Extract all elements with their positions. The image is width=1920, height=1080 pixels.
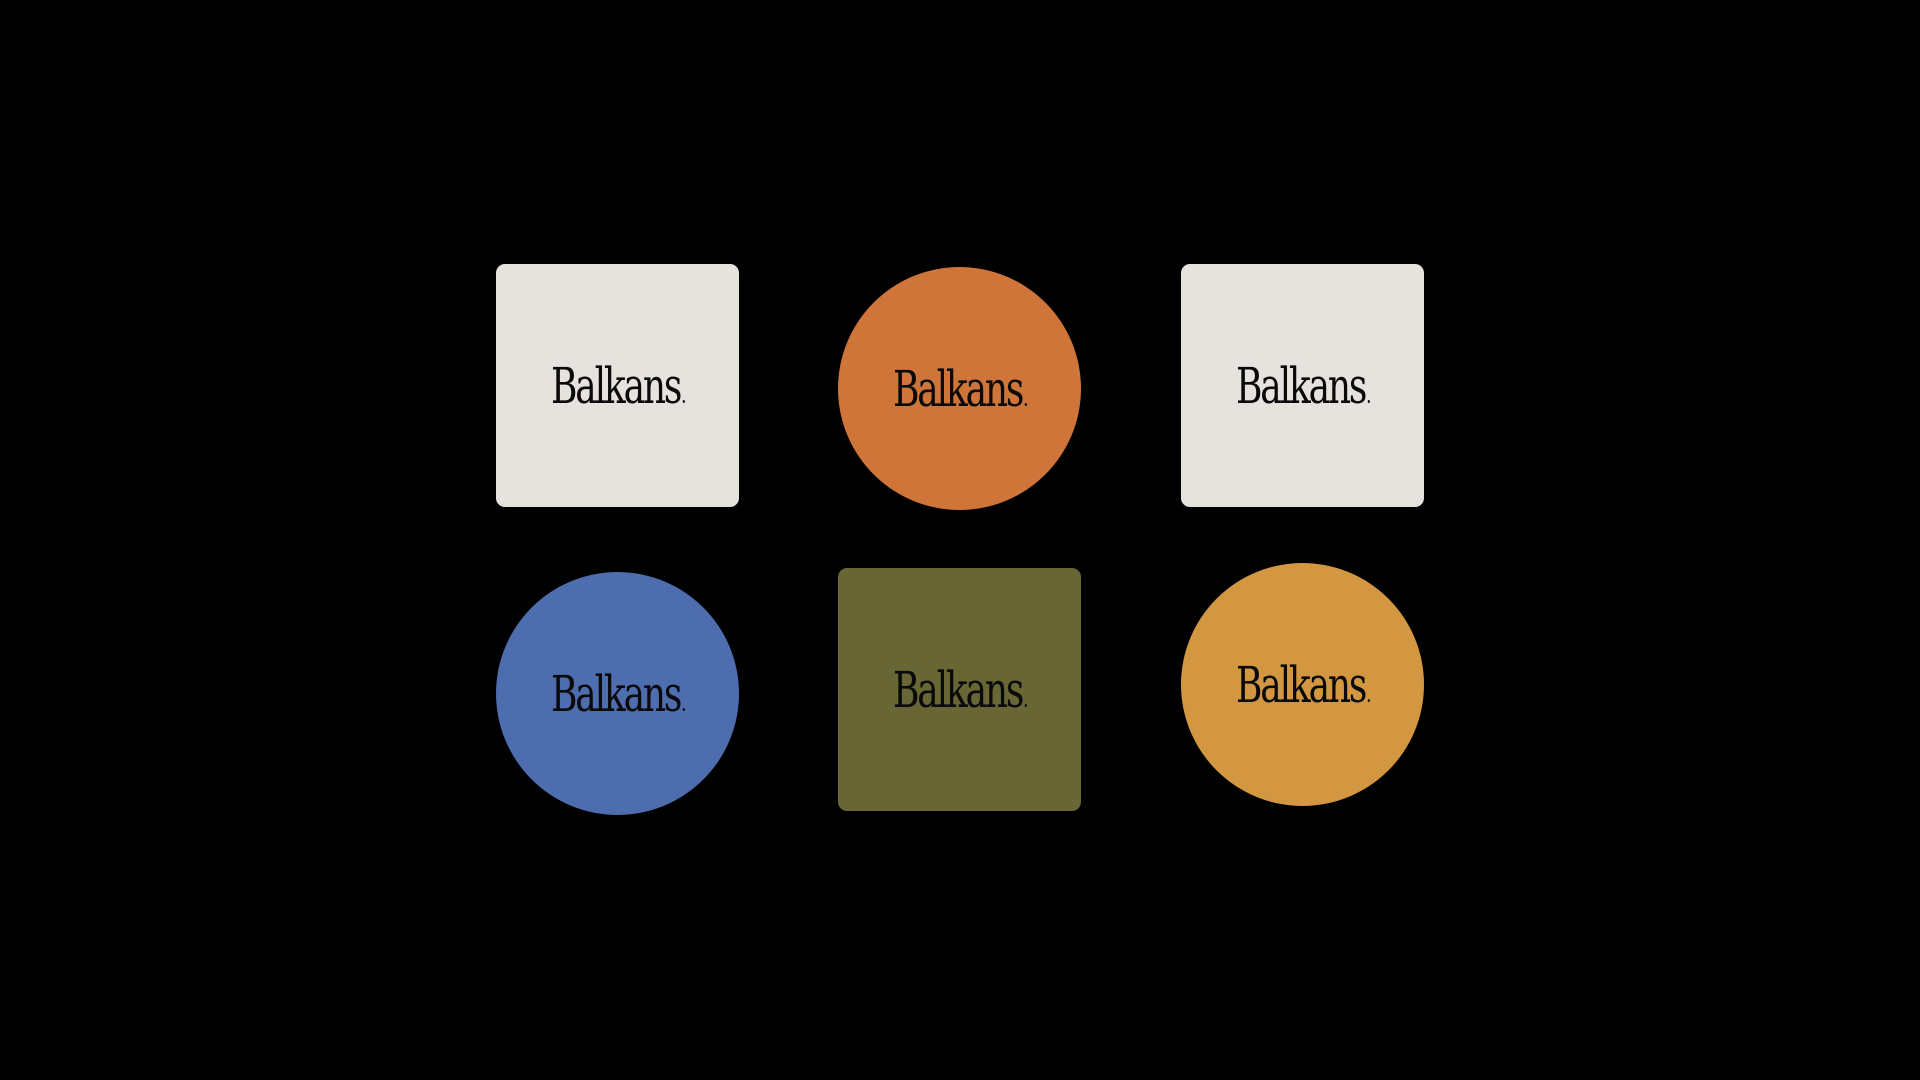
balkans-wordmark: Balkans (893, 364, 1027, 414)
logo-tile-circle-mustard: Balkans (1181, 563, 1424, 806)
balkans-wordmark: Balkans (551, 669, 685, 719)
balkans-wordmark: Balkans (1236, 361, 1370, 411)
logo-tile-square-cream: Balkans (1181, 264, 1424, 507)
balkans-wordmark: Balkans (551, 361, 685, 411)
balkans-wordmark: Balkans (1236, 660, 1370, 710)
logo-tile-square-olive: Balkans (838, 568, 1081, 811)
balkans-wordmark: Balkans (893, 665, 1027, 715)
logo-tile-square-cream: Balkans (496, 264, 739, 507)
logo-tile-circle-orange: Balkans (838, 267, 1081, 510)
logo-tile-circle-blue: Balkans (496, 572, 739, 815)
